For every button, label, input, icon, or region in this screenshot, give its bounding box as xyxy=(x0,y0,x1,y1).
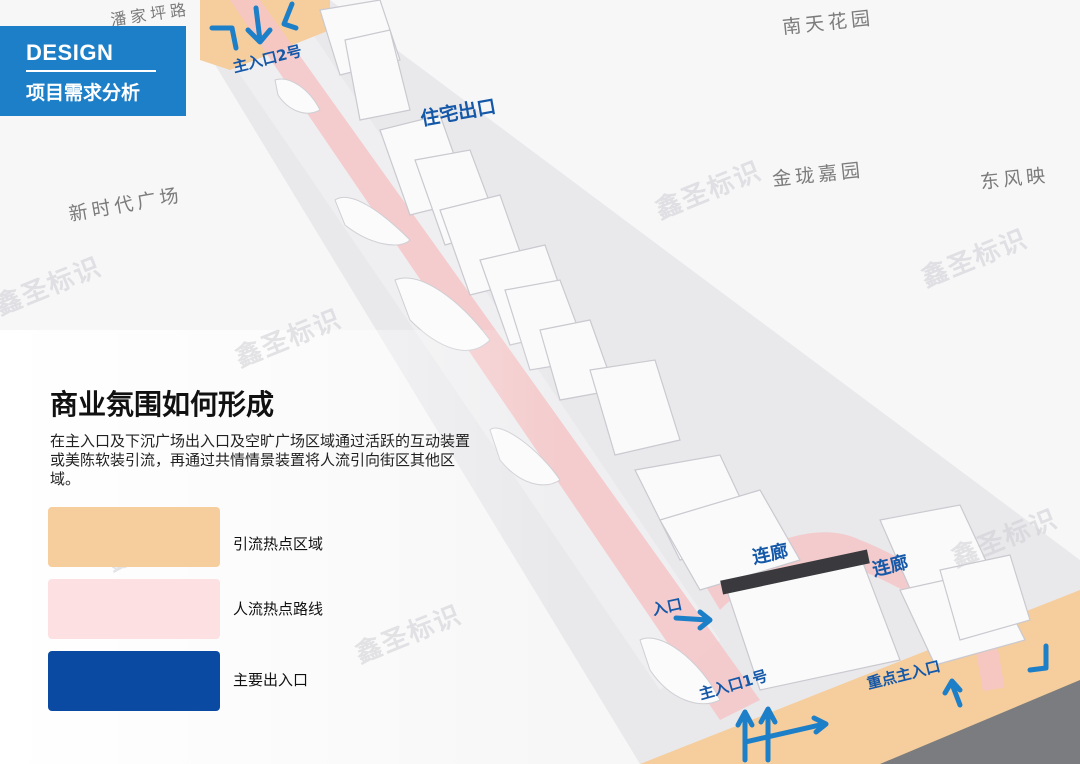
badge-title-en: DESIGN xyxy=(26,40,114,65)
badge-title-cn: 项目需求分析 xyxy=(26,82,141,104)
legend-swatch-entrance xyxy=(48,651,220,711)
legend-swatch-traffic xyxy=(48,579,220,639)
section-title: 商业氛围如何形成 xyxy=(50,388,275,421)
legend-label-entrance: 主要出入口 xyxy=(233,671,309,689)
dark-road xyxy=(880,680,1080,764)
legend-label-hotspot: 引流热点区域 xyxy=(233,535,324,553)
section-description: 在主入口及下沉广场出入口及空旷广场区域通过活跃的互动装置或美陈软装引流，再通过共… xyxy=(50,432,471,488)
entrance-arrows xyxy=(209,1,1049,763)
legend-swatch-hotspot xyxy=(48,507,220,567)
legend-label-traffic: 人流热点路线 xyxy=(233,600,324,618)
design-badge: DESIGN 项目需求分析 xyxy=(0,26,186,116)
corridor-bridge xyxy=(720,549,870,595)
building-row xyxy=(319,0,1031,691)
badge-divider xyxy=(26,70,156,72)
